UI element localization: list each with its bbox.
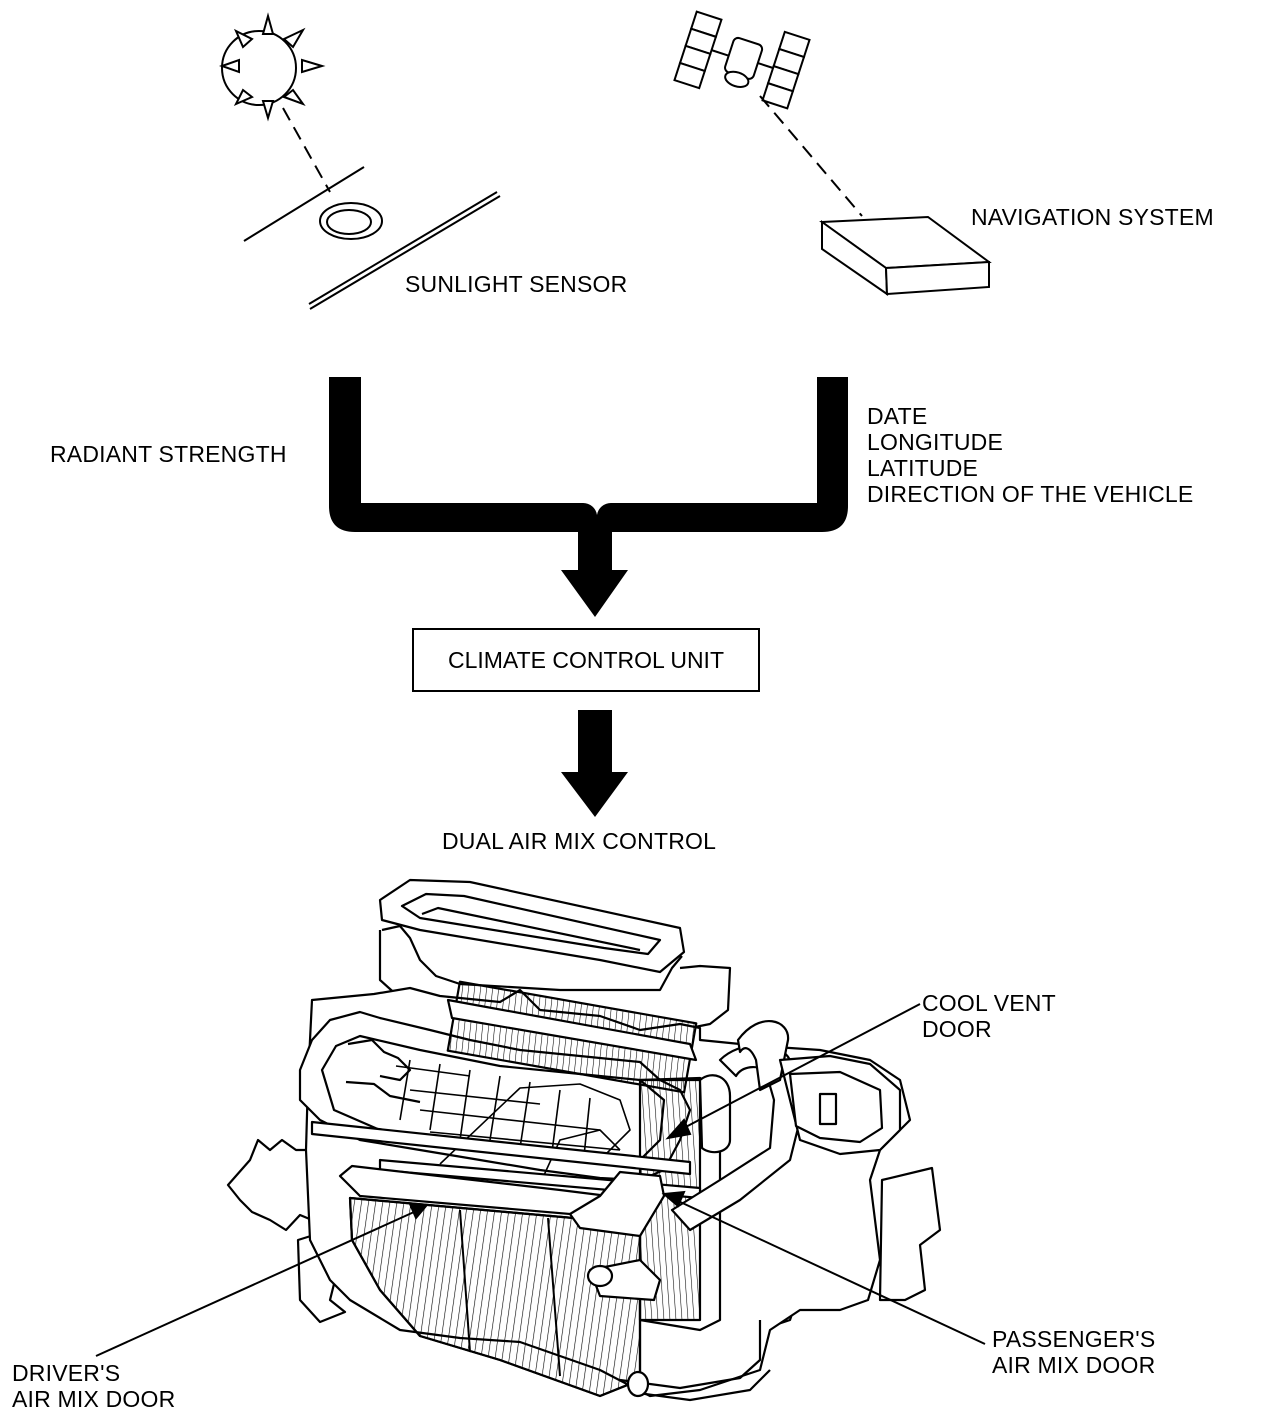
signal-flow-arrows [329,377,848,817]
drivers-air-mix-door-line-2: AIR MIX DOOR [12,1386,176,1412]
nav-output-date: DATE [867,403,928,429]
sun-icon [218,12,326,122]
cool-vent-door-label: COOL VENT DOOR [922,990,1056,1042]
satellite-icon [673,10,811,110]
drivers-air-mix-door-label: DRIVER'S AIR MIX DOOR [12,1360,175,1412]
climate-control-unit-label: CLIMATE CONTROL UNIT [447,646,724,673]
navigation-system-label: NAVIGATION SYSTEM [971,204,1214,230]
leader-lines [95,1003,986,1357]
climate-control-unit-box: CLIMATE CONTROL UNIT [412,628,760,692]
navigation-outputs-list: DATE LONGITUDE LATITUDE DIRECTION OF THE… [867,403,1193,507]
passengers-air-mix-door-label: PASSENGER'S AIR MIX DOOR [992,1326,1155,1378]
dual-air-mix-control-label: DUAL AIR MIX CONTROL [442,828,717,854]
cool-vent-door-line-2: DOOR [922,1016,992,1042]
nav-output-latitude: LATITUDE [867,455,979,481]
sunlight-sensor-label: SUNLIGHT SENSOR [405,271,628,297]
nav-output-longitude: LONGITUDE [867,429,1003,455]
drivers-air-mix-door-line-1: DRIVER'S [12,1360,121,1386]
passengers-air-mix-door-line-2: AIR MIX DOOR [992,1352,1156,1378]
radiant-strength-label: RADIANT STRENGTH [50,441,287,467]
passengers-air-mix-door-line-1: PASSENGER'S [992,1326,1156,1352]
sunlight-sensor-icon [243,166,501,310]
navigation-unit-icon [819,215,992,296]
satellite-signal-line [759,95,863,217]
sunlight-ray-line [282,107,331,193]
nav-output-direction: DIRECTION OF THE VEHICLE [867,481,1194,507]
hvac-unit-illustration [226,878,942,1402]
cool-vent-door-line-1: COOL VENT [922,990,1056,1016]
